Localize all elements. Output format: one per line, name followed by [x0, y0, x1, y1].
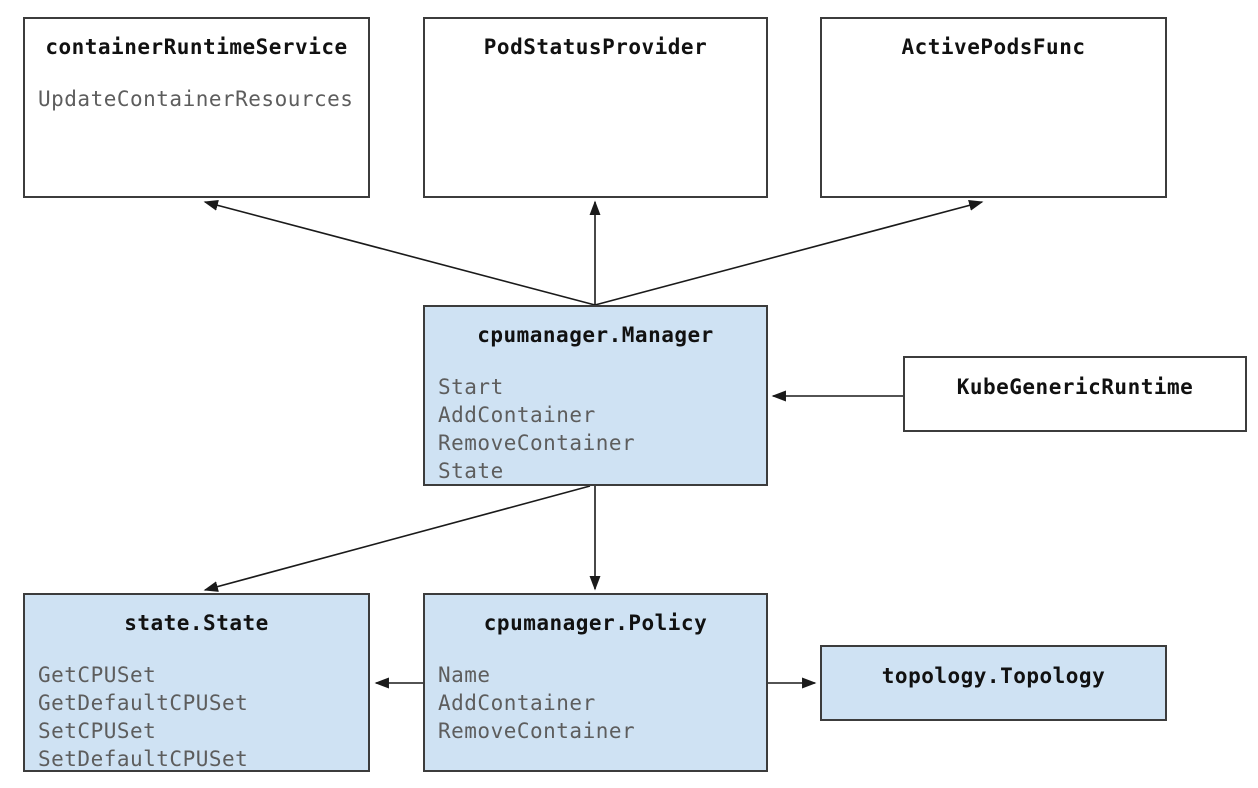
- box-title: topology.Topology: [881, 664, 1106, 688]
- box-title: KubeGenericRuntime: [956, 375, 1194, 399]
- method-item: AddContainer: [438, 403, 596, 427]
- method-item: RemoveContainer: [438, 431, 636, 455]
- method-item: Name: [438, 663, 491, 687]
- box-methods: UpdateContainerResources: [25, 85, 368, 113]
- method-item: State: [438, 459, 504, 483]
- method-item: SetDefaultCPUSet: [38, 747, 249, 771]
- arrow-manager-to-state-state: [203, 485, 591, 592]
- box-title: cpumanager.Policy: [483, 611, 708, 635]
- box-methods: Name AddContainer RemoveContainer: [425, 661, 766, 745]
- method-item: Start: [438, 375, 504, 399]
- box-topology-topology: topology.Topology: [820, 645, 1167, 721]
- box-title: cpumanager.Manager: [477, 323, 714, 347]
- box-cpumanager-manager: cpumanager.Manager Start AddContainer Re…: [423, 305, 768, 486]
- method-item: UpdateContainerResources: [38, 87, 354, 111]
- box-active-pods-func: ActivePodsFunc: [820, 17, 1167, 198]
- box-title: ActivePodsFunc: [901, 35, 1086, 59]
- method-item: AddContainer: [438, 691, 596, 715]
- method-item: GetCPUSet: [38, 663, 157, 687]
- box-title: containerRuntimeService: [45, 35, 348, 59]
- method-item: GetDefaultCPUSet: [38, 691, 249, 715]
- box-kube-generic-runtime: KubeGenericRuntime: [903, 356, 1247, 432]
- box-pod-status-provider: PodStatusProvider: [423, 17, 768, 198]
- method-item: SetCPUSet: [38, 719, 157, 743]
- arrow-manager-to-active-pods-func: [594, 200, 984, 306]
- arrow-manager-to-container-runtime-service: [203, 200, 596, 306]
- box-title: PodStatusProvider: [483, 35, 708, 59]
- box-title: state.State: [124, 611, 269, 635]
- box-cpumanager-policy: cpumanager.Policy Name AddContainer Remo…: [423, 593, 768, 772]
- method-item: RemoveContainer: [438, 719, 636, 743]
- box-methods: GetCPUSet GetDefaultCPUSet SetCPUSet Set…: [25, 661, 368, 773]
- box-container-runtime-service: containerRuntimeService UpdateContainerR…: [23, 17, 370, 198]
- box-methods: Start AddContainer RemoveContainer State: [425, 373, 766, 485]
- box-state-state: state.State GetCPUSet GetDefaultCPUSet S…: [23, 593, 370, 772]
